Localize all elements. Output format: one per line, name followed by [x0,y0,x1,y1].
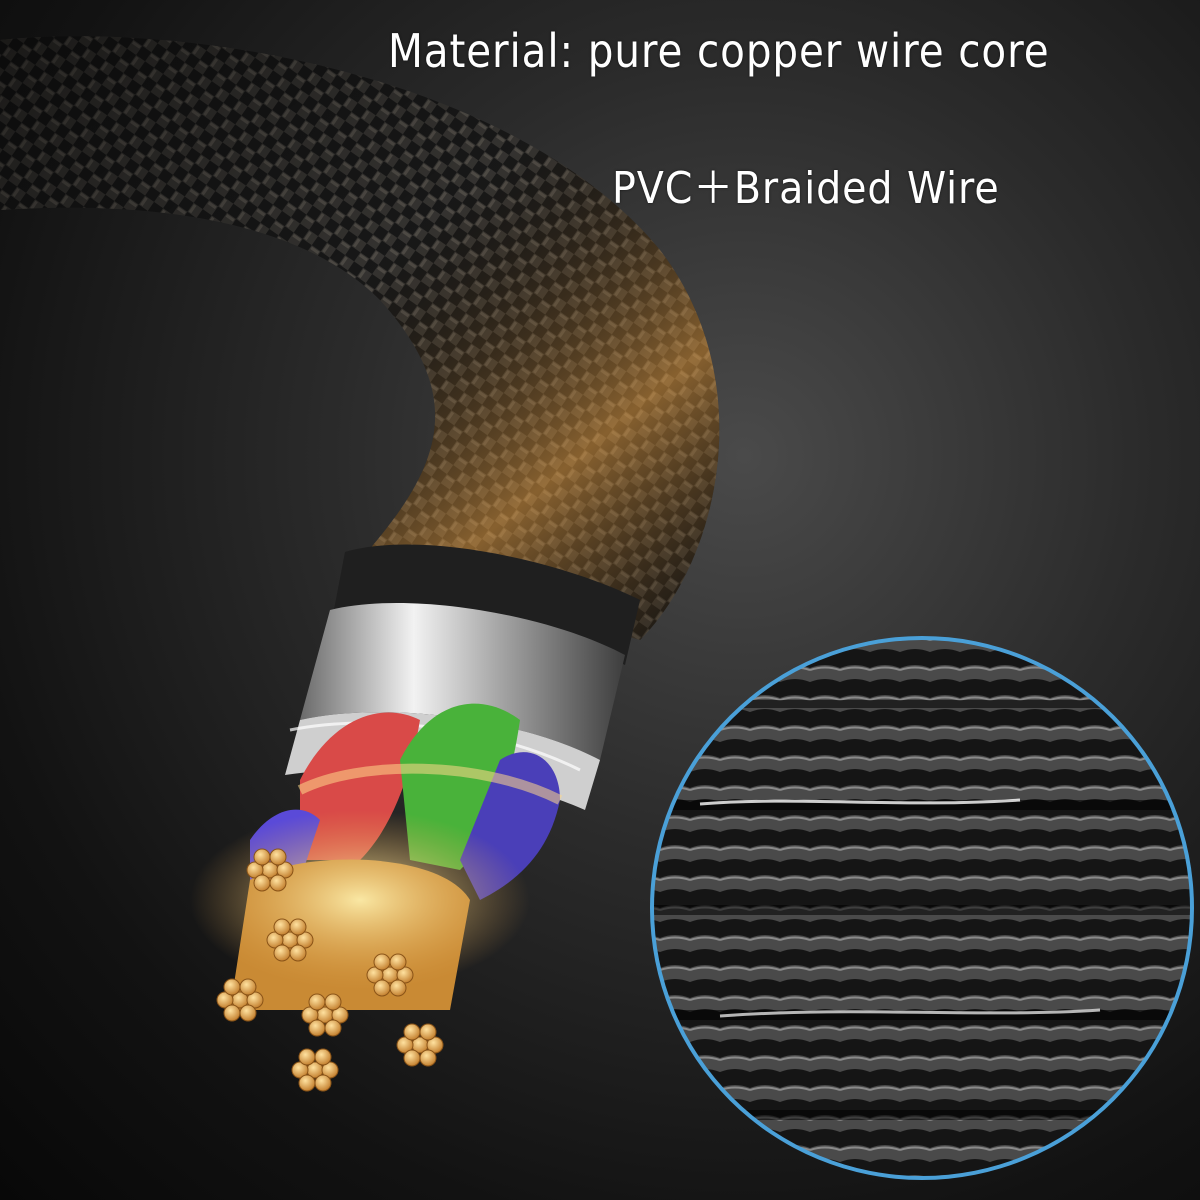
braid-closeup [650,636,1194,1180]
copper-strand [314,1074,332,1092]
copper-strand [296,931,314,949]
copper-core [190,810,530,1092]
copper-strand [403,1023,421,1041]
copper-strand [426,1036,444,1054]
copper-strand [373,953,391,971]
copper-strand [273,918,291,936]
copper-strand [291,1061,309,1079]
copper-strand [389,979,407,997]
copper-strand [419,1023,437,1041]
material-caption: Material: pure copper wire core [388,24,1050,78]
copper-strand [216,991,234,1009]
copper-strand [298,1048,316,1066]
copper-strand [396,1036,414,1054]
copper-strand [298,1074,316,1092]
copper-strand [403,1049,421,1067]
copper-strand [331,1006,349,1024]
copper-strand [276,861,294,879]
braided-cable-body [0,36,720,640]
copper-strand [308,993,326,1011]
copper-strand [223,978,241,996]
copper-strand [289,944,307,962]
copper-strand [389,953,407,971]
copper-strand [266,931,284,949]
copper-strand [308,1019,326,1037]
copper-strand [396,966,414,984]
copper-strand [289,918,307,936]
copper-strand [366,966,384,984]
copper-strand [321,1061,339,1079]
copper-strand [239,1004,257,1022]
copper-strand [253,874,271,892]
copper-strand [324,993,342,1011]
copper-strand [273,944,291,962]
copper-strand [373,979,391,997]
copper-strand [246,861,264,879]
copper-strand [324,1019,342,1037]
layers-caption: PVC＋Braided Wire [612,163,1000,214]
copper-strand [246,991,264,1009]
copper-strand [239,978,257,996]
copper-strand [301,1006,319,1024]
copper-strand [314,1048,332,1066]
copper-strand [253,848,271,866]
copper-strand [269,848,287,866]
copper-strand [269,874,287,892]
copper-strand [419,1049,437,1067]
copper-strand [223,1004,241,1022]
